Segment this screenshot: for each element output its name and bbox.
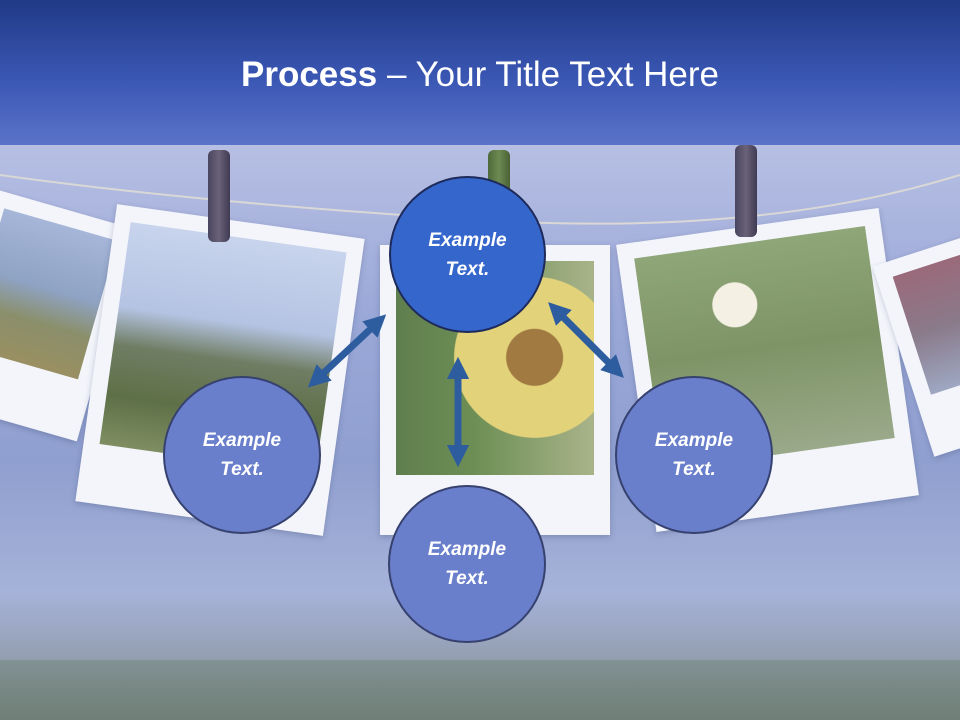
node-right-label: Example Text.: [654, 430, 734, 480]
slide-title: Process – Your Title Text Here: [0, 52, 960, 98]
arrow-top-left: [307, 314, 387, 388]
node-top: Example Text.: [389, 176, 546, 333]
node-bottom-label: Example Text.: [427, 539, 507, 589]
arrow-top-right: [548, 302, 624, 378]
node-right: Example Text.: [615, 376, 773, 534]
clothespin-right: [735, 145, 757, 237]
title-rest: – Your Title Text Here: [377, 55, 719, 94]
title-bold: Process: [241, 55, 378, 94]
node-left: Example Text.: [163, 376, 321, 534]
node-top-label: Example Text.: [428, 229, 507, 280]
node-left-label: Example Text.: [202, 430, 282, 480]
node-bottom: Example Text.: [388, 485, 546, 643]
field-horizon: [0, 660, 960, 720]
clothespin-left: [208, 150, 230, 242]
title-bar: Process – Your Title Text Here: [0, 0, 960, 145]
